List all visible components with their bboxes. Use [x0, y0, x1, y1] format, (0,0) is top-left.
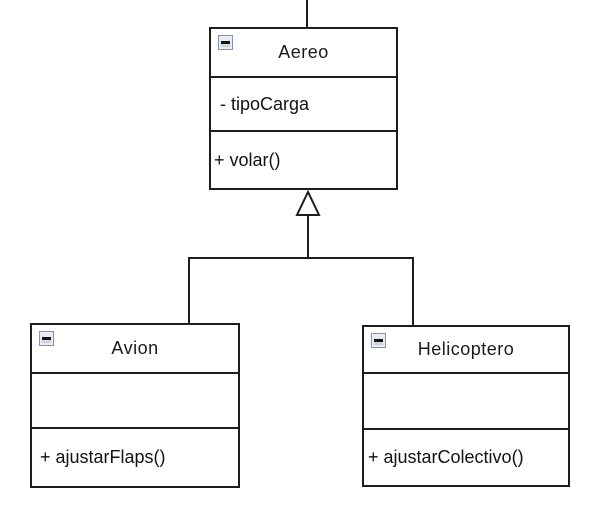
class-avion-header[interactable]: Avion	[32, 325, 238, 372]
class-avion-attributes[interactable]	[32, 372, 238, 427]
class-helicoptero-attributes[interactable]	[364, 372, 568, 428]
attribute-tipocarga: - tipoCarga	[220, 93, 310, 114]
class-helicoptero-header[interactable]: Helicoptero	[364, 327, 568, 372]
inheritance-triangle-icon[interactable]	[295, 189, 321, 216]
class-aereo[interactable]: Aereo - tipoCarga + volar()	[209, 27, 398, 190]
class-helicoptero-methods[interactable]: + ajustarColectivo()	[364, 428, 568, 485]
class-aereo-attributes[interactable]: - tipoCarga	[211, 76, 396, 130]
class-aereo-methods[interactable]: + volar()	[211, 130, 396, 188]
class-avion-methods[interactable]: + ajustarFlaps()	[32, 427, 238, 486]
class-helicoptero[interactable]: Helicoptero + ajustarColectivo()	[362, 325, 570, 487]
method-volar: + volar()	[214, 149, 281, 170]
generalization-branch-lines[interactable]	[188, 257, 414, 326]
class-name: Avion	[111, 338, 159, 358]
method-ajustarflaps: + ajustarFlaps()	[40, 447, 166, 467]
minus-glyph	[42, 337, 51, 340]
collapse-minus-icon[interactable]	[218, 35, 233, 50]
class-aereo-header[interactable]: Aereo	[211, 29, 396, 76]
collapse-minus-icon[interactable]	[39, 331, 54, 346]
class-name: Aereo	[278, 42, 329, 62]
class-name: Helicoptero	[417, 339, 515, 359]
class-avion[interactable]: Avion + ajustarFlaps()	[30, 323, 240, 488]
minus-glyph	[221, 41, 230, 44]
minus-glyph	[374, 339, 383, 342]
collapse-minus-icon[interactable]	[371, 333, 386, 348]
method-ajustarcolectivo: + ajustarColectivo()	[368, 447, 524, 467]
